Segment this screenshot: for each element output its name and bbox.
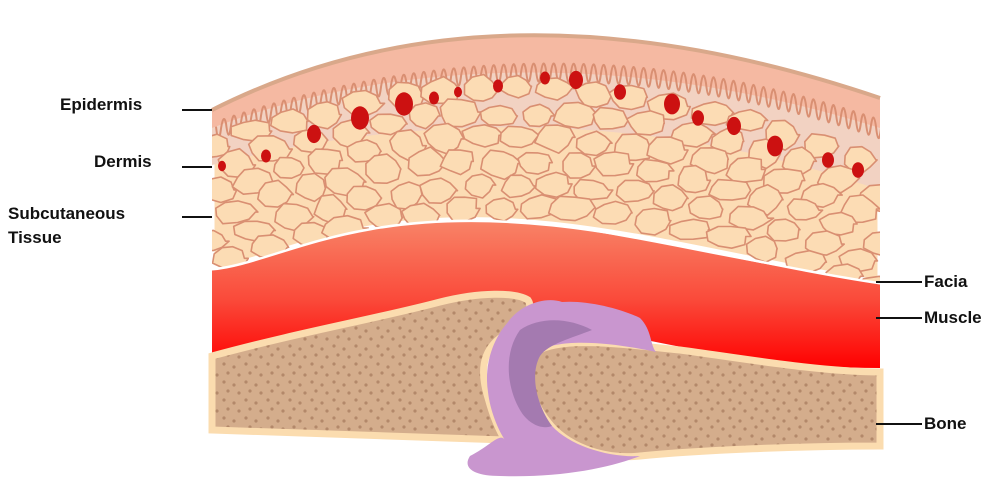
blood-spot — [454, 87, 462, 97]
blood-spot — [852, 162, 864, 178]
fat-cell — [594, 152, 634, 176]
blood-spot — [395, 92, 413, 115]
muscle-label: Muscle — [924, 308, 982, 327]
blood-spot — [692, 110, 704, 126]
fat-cell — [447, 197, 480, 221]
bone-label: Bone — [924, 414, 967, 433]
subcutaneous-label-line1: Subcutaneous — [8, 204, 125, 223]
fat-cell — [440, 99, 481, 127]
dermis-label: Dermis — [94, 152, 152, 171]
fat-cell — [274, 158, 304, 179]
blood-spot — [261, 150, 271, 163]
epidermis-label: Epidermis — [60, 95, 142, 114]
subcutaneous-label-line2: Tissue — [8, 228, 62, 247]
blood-spot — [540, 72, 550, 85]
fat-cell — [709, 180, 751, 201]
blood-spot — [727, 117, 741, 135]
blood-spot — [218, 161, 226, 171]
blood-spot — [351, 106, 369, 129]
blood-spot — [307, 125, 321, 143]
blood-spot — [664, 94, 680, 115]
blood-spot — [493, 80, 503, 93]
blood-spot — [614, 84, 626, 100]
blood-spot — [767, 136, 783, 157]
blood-spot — [429, 92, 439, 105]
blood-spot — [569, 71, 583, 89]
fat-cell — [481, 106, 518, 126]
blood-spot — [822, 152, 834, 168]
facia-label: Facia — [924, 272, 968, 291]
